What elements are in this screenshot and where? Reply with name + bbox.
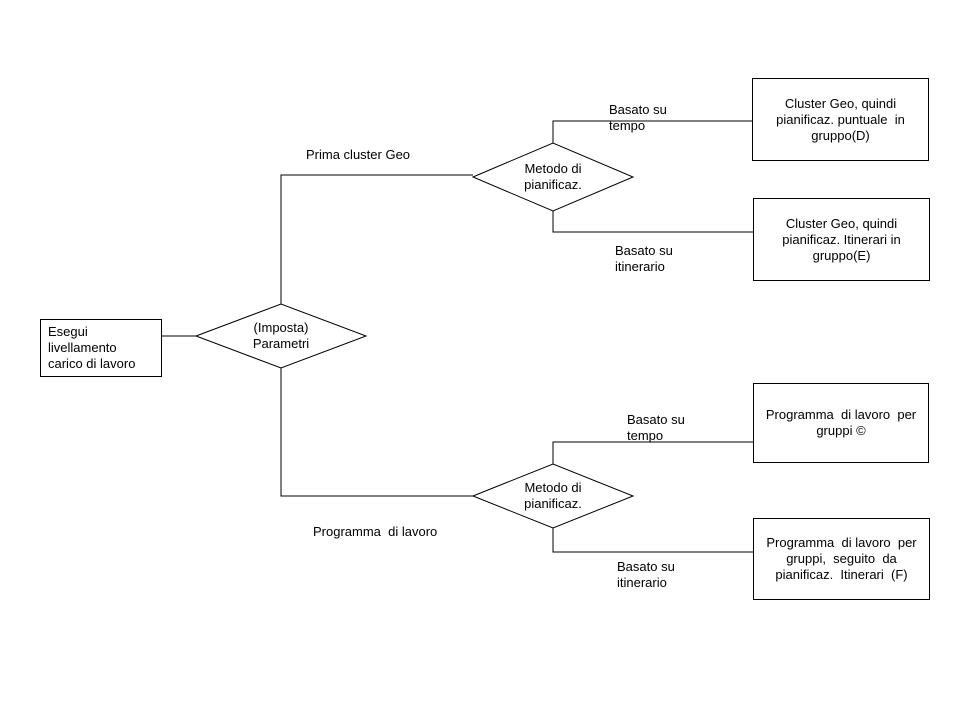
parametri-diamond-label: (Imposta) Parametri	[252, 320, 310, 351]
outcome-box-f: Programma di lavoro per gruppi, seguito …	[753, 518, 930, 600]
outcome-box-d: Cluster Geo, quindi pianificaz. puntuale…	[752, 78, 929, 161]
edge-metodo-top-to-box-e	[552, 211, 753, 233]
start-box: Esegui livellamento carico di lavoro	[40, 319, 162, 377]
edge-label-basato-su-tempo-bottom: Basato su tempo	[627, 412, 685, 443]
outcome-box-c-label: Programma di lavoro per gruppi ©	[765, 407, 917, 438]
edge-label-basato-su-tempo-top: Basato su tempo	[609, 102, 667, 133]
outcome-box-d-label: Cluster Geo, quindi pianificaz. puntuale…	[776, 95, 905, 143]
metodo-top-decision-diamond	[471, 142, 635, 212]
metodo-bottom-diamond-label: Metodo di pianificaz.	[524, 480, 582, 511]
edge-parametri-to-metodo-bottom	[280, 368, 473, 497]
start-box-label: Esegui livellamento carico di lavoro	[48, 324, 136, 371]
edge-parametri-to-metodo-top	[280, 174, 473, 304]
branch-label-programma-di-lavoro: Programma di lavoro	[313, 524, 438, 539]
metodo-top-diamond-label: Metodo di pianificaz.	[524, 161, 582, 192]
edge-label-basato-su-itinerario-top: Basato su itinerario	[615, 243, 673, 274]
edge-metodo-bottom-to-box-f	[552, 528, 753, 553]
edge-metodo-bottom-to-box-c	[552, 441, 753, 464]
outcome-box-e: Cluster Geo, quindi pianificaz. Itinerar…	[753, 198, 930, 281]
edge-label-basato-su-itinerario-bottom: Basato su itinerario	[617, 559, 675, 590]
parametri-decision-diamond	[194, 303, 368, 369]
outcome-box-c: Programma di lavoro per gruppi ©	[753, 383, 929, 463]
metodo-bottom-decision-diamond	[471, 463, 635, 529]
outcome-box-f-label: Programma di lavoro per gruppi, seguito …	[766, 535, 917, 582]
edge-metodo-top-to-box-d	[552, 120, 752, 143]
outcome-box-e-label: Cluster Geo, quindi pianificaz. Itinerar…	[782, 215, 901, 263]
branch-label-prima-cluster-geo: Prima cluster Geo	[306, 147, 411, 162]
